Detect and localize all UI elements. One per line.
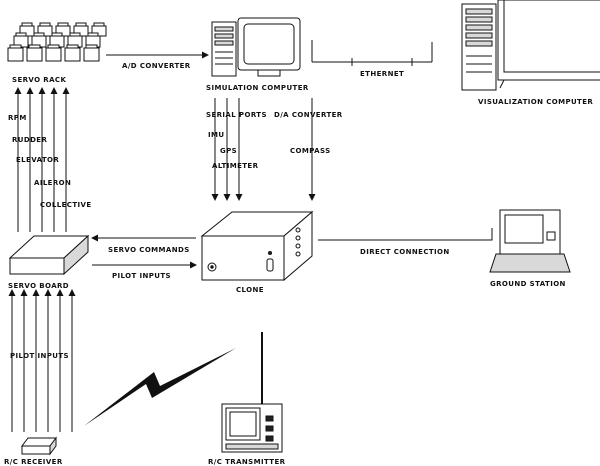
radio-link-icon bbox=[84, 348, 236, 426]
rc-transmitter-label: R/C TRANSMITTER bbox=[208, 458, 286, 466]
compass-label: COMPASS bbox=[290, 147, 331, 155]
rc-receiver-label: R/C RECEIVER bbox=[4, 458, 63, 466]
collective-label: COLLECTIVE bbox=[40, 201, 92, 209]
visualization-computer-label: VISUALIZATION COMPUTER bbox=[478, 98, 593, 106]
pilot-inputs-right-label: PILOT INPUTS bbox=[112, 272, 171, 280]
clone-icon bbox=[200, 210, 314, 282]
ethernet-label: ETHERNET bbox=[360, 70, 404, 78]
rpm-label: RPM bbox=[8, 114, 27, 122]
rc-transmitter-icon bbox=[221, 332, 283, 453]
rc-receiver-icon bbox=[21, 436, 57, 456]
direct-connection-label: DIRECT CONNECTION bbox=[360, 248, 450, 256]
elevator-label: ELEVATOR bbox=[16, 156, 59, 164]
servo-commands-label: SERVO COMMANDS bbox=[108, 246, 190, 254]
visualization-computer-icon bbox=[461, 0, 600, 91]
pilot-inputs-left-label: PILOT INPUTS bbox=[10, 352, 69, 360]
servo-board-icon bbox=[8, 234, 90, 276]
da-converter-label: D/A CONVERTER bbox=[274, 111, 343, 119]
clone-label: CLONE bbox=[236, 286, 264, 294]
simulation-computer-icon bbox=[211, 17, 301, 77]
ethernet-bus bbox=[311, 40, 433, 66]
servo-rack-icon bbox=[7, 22, 107, 62]
ad-converter-label: A/D CONVERTER bbox=[122, 62, 191, 70]
serial-ports-label: SERIAL PORTS bbox=[206, 111, 267, 119]
servo-command-lines bbox=[14, 87, 70, 232]
pilot-input-lines bbox=[8, 289, 76, 432]
servo-rack-label: SERVO RACK bbox=[12, 76, 66, 84]
simulation-computer-label: SIMULATION COMPUTER bbox=[206, 84, 309, 92]
servo-board-label: SERVO BOARD bbox=[8, 282, 69, 290]
gps-label: GPS bbox=[220, 147, 237, 155]
ground-station-label: GROUND STATION bbox=[490, 280, 566, 288]
aileron-label: AILERON bbox=[34, 179, 71, 187]
direct-connection-line bbox=[318, 228, 493, 241]
ground-station-icon bbox=[489, 209, 571, 273]
imu-label: IMU bbox=[208, 131, 224, 139]
sensor-lines bbox=[211, 98, 316, 201]
altimeter-label: ALTIMETER bbox=[212, 162, 259, 170]
rudder-label: RUDDER bbox=[12, 136, 47, 144]
